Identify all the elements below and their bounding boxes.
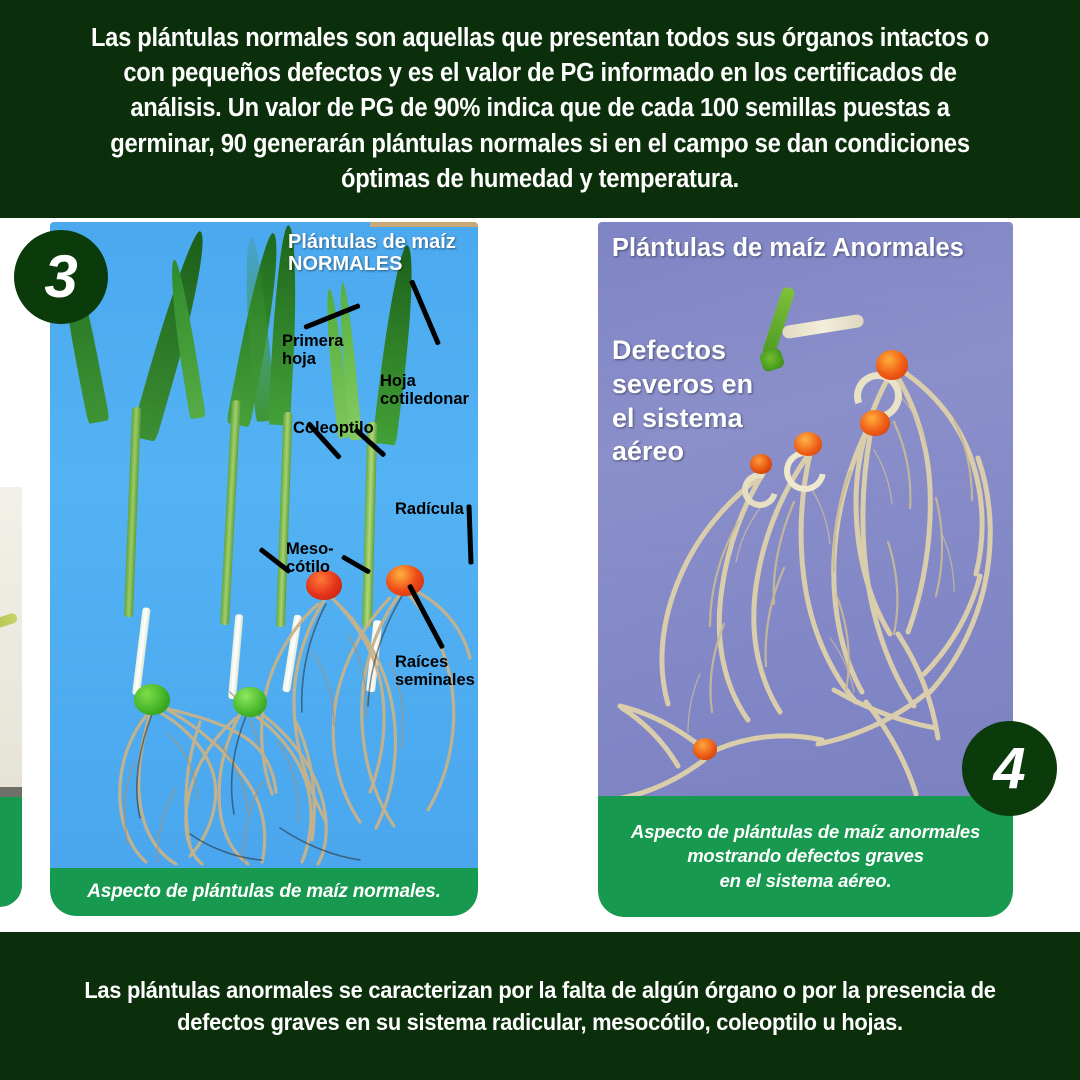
callout-raices-seminales-line1: Raíces xyxy=(395,653,449,671)
abnormal-caption-line3: en el sistema aéreo. xyxy=(719,869,892,891)
normal-seedlings-photo: Plántulas de maíz NORMALES Primera hoja … xyxy=(50,222,478,868)
callout-raices-seminales: Raíces seminales xyxy=(395,653,475,690)
callout-coleoptilo: Coleoptilo xyxy=(293,419,374,437)
abnormal-seed-5 xyxy=(693,738,717,760)
callout-mesocotilo: Meso- cótilo xyxy=(286,540,334,577)
bottom-banner-text: Las plántulas anormales se caracterizan … xyxy=(84,976,996,1035)
abnormal-caption-text: Aspecto de plántulas de maíz anormales m… xyxy=(631,820,980,892)
seedling3-seed xyxy=(306,570,342,600)
normal-photo-title-line1: Plántulas de maíz xyxy=(288,231,456,253)
abnormal-card-caption: Aspecto de plántulas de maíz anormales m… xyxy=(598,796,1013,917)
callout-radicula: Radícula xyxy=(395,500,464,518)
previous-card-caption-ribbon xyxy=(0,797,22,907)
step-badge-3: 3 xyxy=(14,230,108,324)
abnormal-seed-4 xyxy=(750,454,772,474)
callout-mesocotilo-line1: Meso- xyxy=(286,540,334,558)
seedling4-seed xyxy=(386,565,424,596)
top-banner-text: Las plántulas normales son aquellas que … xyxy=(90,24,990,193)
callout-coleoptilo-line1: Coleoptilo xyxy=(293,419,374,437)
bottom-text-banner: Las plántulas anormales se caracterizan … xyxy=(0,932,1080,1080)
callout-radicula-line1: Radícula xyxy=(395,500,464,518)
abnormal-subtitle-line4: aéreo xyxy=(612,436,685,467)
normal-caption-text: Aspecto de plántulas de maíz normales. xyxy=(87,880,441,902)
callout-mesocotilo-line2: cótilo xyxy=(286,558,330,577)
abnormal-photo-title: Plántulas de maíz Anormales xyxy=(612,234,964,262)
normal-seedlings-card[interactable]: Plántulas de maíz NORMALES Primera hoja … xyxy=(50,222,478,916)
seedling2-seed xyxy=(233,687,267,717)
normal-photo-title-line2: NORMALES xyxy=(288,253,403,276)
top-text-banner: Las plántulas normales son aquellas que … xyxy=(0,0,1080,218)
step-badge-4: 4 xyxy=(962,721,1057,816)
callout-primera-hoja: Primera hoja xyxy=(282,332,343,369)
abnormal-seed-3 xyxy=(794,432,822,456)
callout-hoja-cotiledonar-line2: cotiledonar xyxy=(380,390,469,409)
photo-top-edge-strip xyxy=(370,222,478,227)
callout-raices-seminales-line2: seminales xyxy=(395,671,475,690)
abnormal-photo-subtitle: Defectos severos en el sistema aéreo xyxy=(612,334,753,469)
abnormal-seed-1 xyxy=(876,350,908,380)
previous-slide-card-partial[interactable] xyxy=(0,487,22,907)
abnormal-seedlings-card[interactable]: Plántulas de maíz Anormales Defectos sev… xyxy=(598,222,1013,917)
step-badge-3-number: 3 xyxy=(44,243,78,310)
abnormal-seedlings-photo: Plántulas de maíz Anormales Defectos sev… xyxy=(598,222,1013,796)
normal-card-caption: Aspecto de plántulas de maíz normales. xyxy=(50,868,478,916)
normal-photo-title: Plántulas de maíz NORMALES xyxy=(288,231,456,276)
abnormal-caption-line1: Aspecto de plántulas de maíz anormales xyxy=(630,821,981,843)
abnormal-subtitle-line3: el sistema xyxy=(612,402,743,433)
callout-primera-hoja-line2: hoja xyxy=(282,350,316,369)
previous-card-photo xyxy=(0,487,22,787)
callout-hoja-cotiledonar: Hoja cotiledonar xyxy=(380,372,469,409)
callout-primera-hoja-line1: Primera xyxy=(282,332,344,350)
abnormal-seed-2 xyxy=(860,410,890,436)
abnormal-subtitle-line1: Defectos xyxy=(612,335,727,365)
step-badge-4-number: 4 xyxy=(993,735,1026,801)
seedling1-seed xyxy=(134,684,170,715)
photo-texture-abnormal xyxy=(598,222,1013,796)
callout-hoja-cotiledonar-line1: Hoja xyxy=(380,372,416,390)
previous-card-leaf xyxy=(0,612,19,636)
abnormal-subtitle-line2: severos en xyxy=(612,368,754,399)
abnormal-caption-line2: mostrando defectos graves xyxy=(687,845,924,867)
